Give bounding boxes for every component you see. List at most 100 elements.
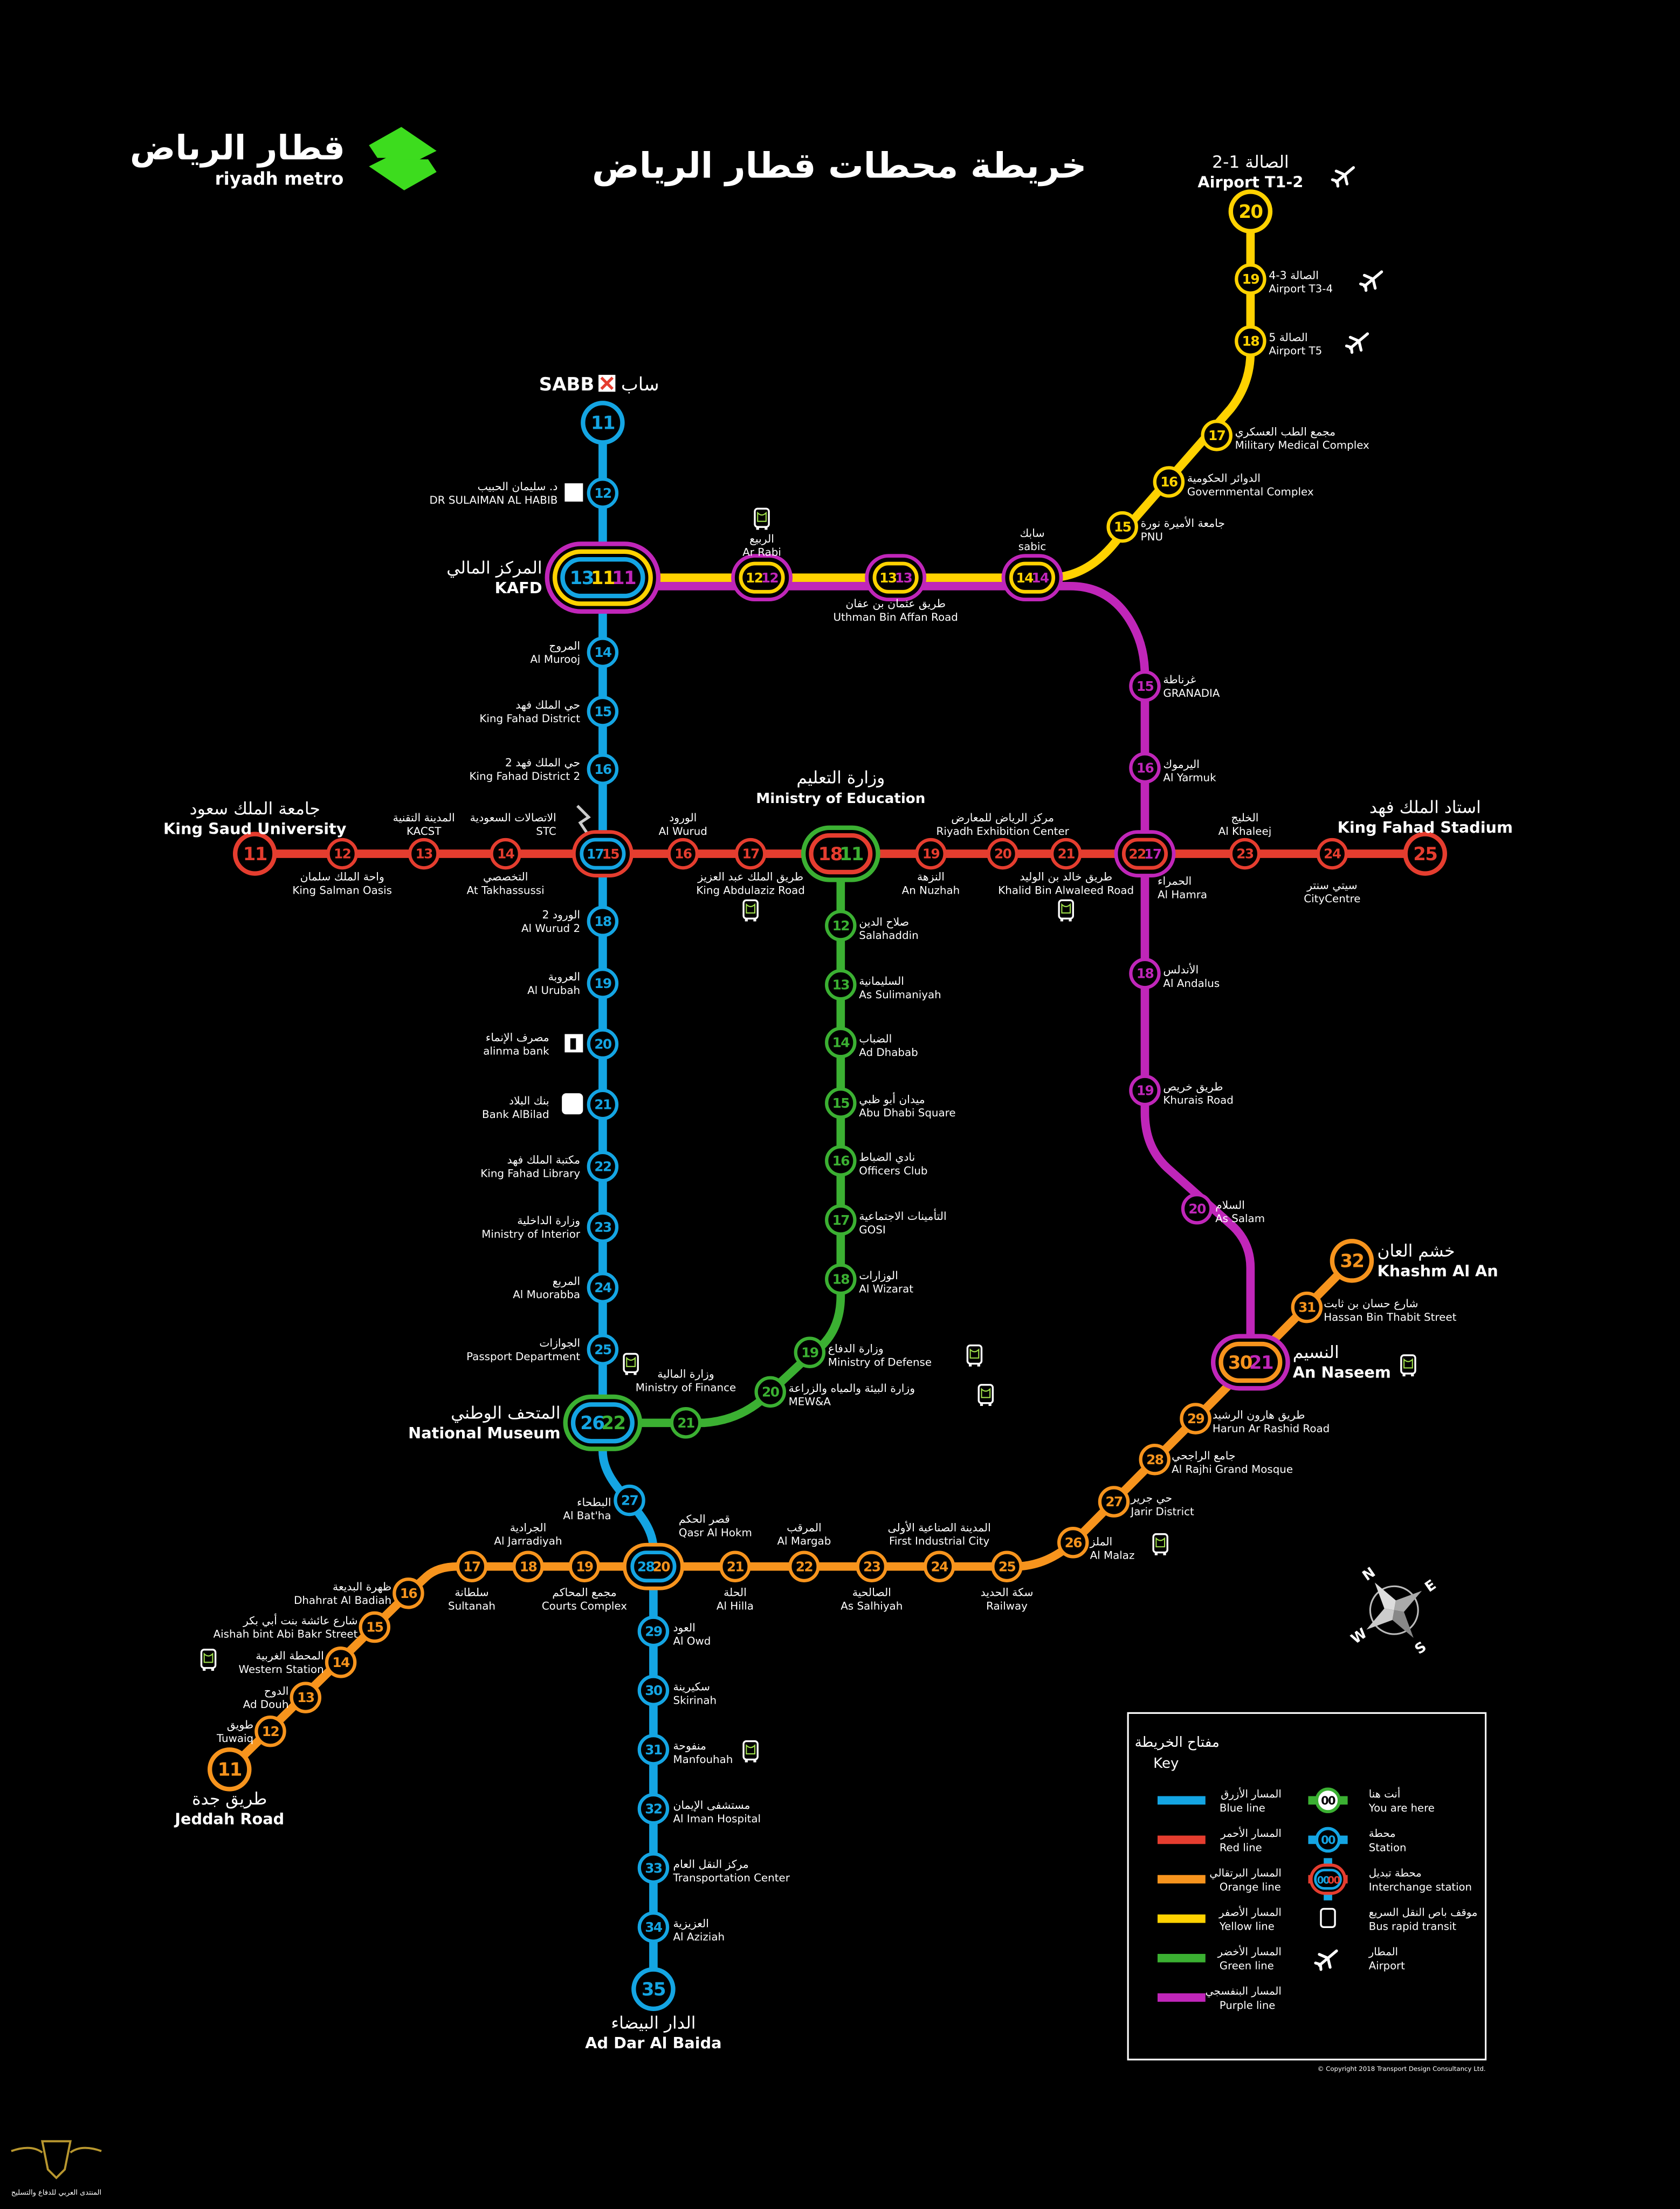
station-number: 35 [642, 1979, 665, 2000]
station-marker [325, 1647, 357, 1678]
bus-rapid-transit-icon [754, 507, 770, 530]
station-name-en: King Fahad Library [480, 1168, 580, 1180]
station-number: 17 [587, 846, 604, 862]
station-name-ar: نادي الضباط [859, 1150, 915, 1164]
station-marker [825, 1263, 857, 1295]
airport-icon [1314, 1949, 1338, 1971]
station-name-ar: طريق عثمان بن عفان [845, 597, 945, 610]
station-marker [1228, 189, 1273, 234]
station-name-ar: ظهرة البديعة [333, 1580, 391, 1593]
station-name-ar: د. سليمان الحبيب [478, 480, 558, 493]
station-number: 12 [262, 1724, 279, 1739]
station-name-en: King Saud University [163, 820, 347, 838]
interchange-ring-yellow [872, 561, 919, 594]
station-name-ar: العروبة [548, 970, 580, 983]
